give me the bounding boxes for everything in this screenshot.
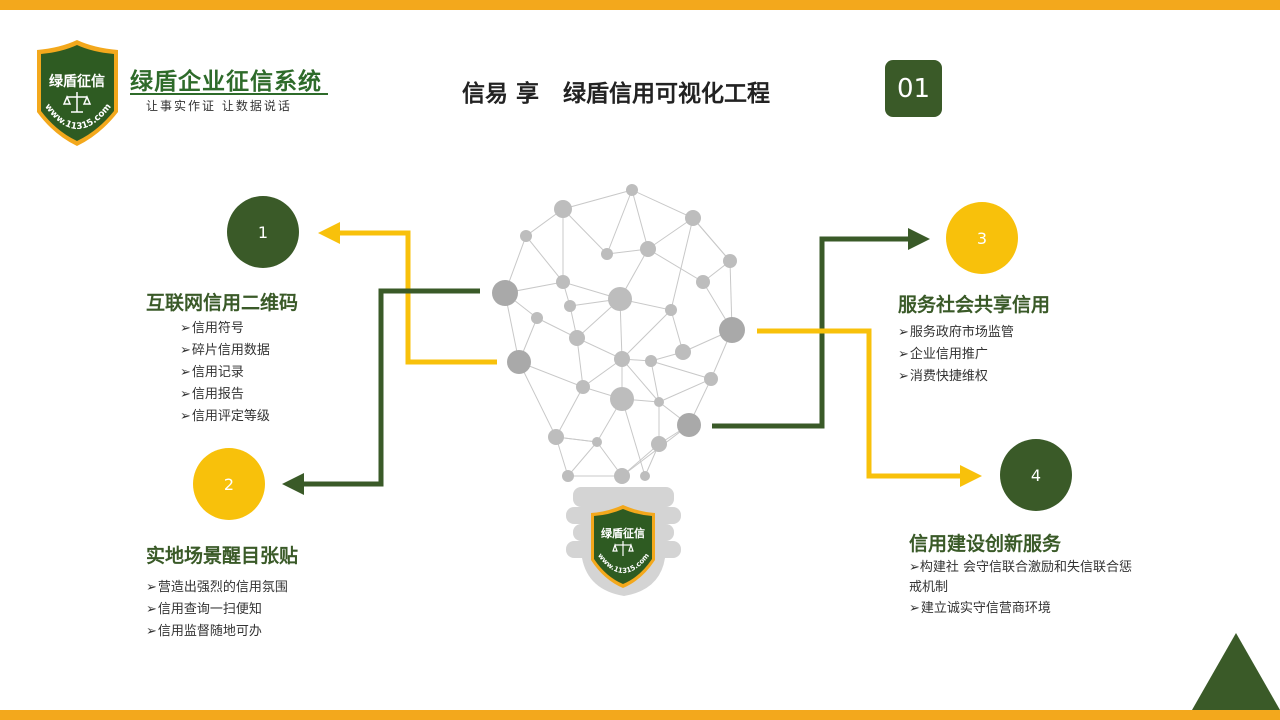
- section-3-list: ➢服务政府市场监管 ➢企业信用推广 ➢消费快捷维权: [898, 322, 1014, 388]
- section-1-list: ➢信用符号 ➢碎片信用数据 ➢信用记录 ➢信用报告 ➢信用评定等级: [180, 318, 270, 428]
- brand-divider: [130, 93, 328, 95]
- shield-title: 绿盾征信: [49, 73, 105, 90]
- list-item: ➢信用查询一扫便知: [146, 602, 262, 617]
- section-4-number: 4: [1000, 439, 1072, 511]
- section-2-list: ➢营造出强烈的信用氛围 ➢信用查询一扫便知 ➢信用监督随地可办: [146, 577, 288, 643]
- list-item: ➢服务政府市场监管: [898, 325, 1014, 340]
- section-3-heading: 服务社会共享信用: [898, 294, 1051, 316]
- section-1-number: 1: [227, 196, 299, 268]
- list-item: ➢构建社 会守信联合激励和失信联合惩戒机制: [909, 560, 1133, 595]
- list-item: ➢信用评定等级: [180, 409, 270, 424]
- arrow-to-2: [282, 288, 480, 495]
- section-1-heading: 互联网信用二维码: [146, 292, 299, 314]
- arrow-to-4: [757, 328, 982, 487]
- list-item: ➢碎片信用数据: [180, 343, 270, 358]
- list-item: ➢企业信用推广: [898, 347, 988, 362]
- list-item: ➢信用监督随地可办: [146, 624, 262, 639]
- list-item: ➢信用报告: [180, 387, 244, 402]
- lightbulb-base: 绿盾征信 www.11315.com: [566, 487, 681, 596]
- list-item: ➢营造出强烈的信用氛围: [146, 580, 288, 595]
- bulb-scale-icon: [612, 541, 634, 556]
- section-4-heading: 信用建设创新服务: [909, 533, 1062, 555]
- scale-icon: [62, 92, 92, 113]
- list-item: ➢信用记录: [180, 365, 244, 380]
- page-number-badge: 01: [885, 60, 942, 117]
- list-item: ➢建立诚实守信营商环境: [909, 601, 1051, 616]
- brand-slogan: 让事实作证 让数据说话: [146, 99, 292, 113]
- arrow-to-1: [318, 222, 497, 365]
- section-3-number: 3: [946, 202, 1018, 274]
- brand-name: 绿盾企业征信系统: [130, 69, 322, 95]
- bottom-accent-bar: [0, 710, 1280, 720]
- section-4-list: ➢构建社 会守信联合激励和失信联合惩戒机制 ➢建立诚实守信营商环境: [909, 558, 1134, 620]
- lightbulb-network-icon: [503, 189, 733, 478]
- lightbulb-nodes: [492, 184, 745, 484]
- brand-shield-logo: 绿盾征信 www.11315.com: [37, 40, 118, 146]
- corner-triangle-decor: [1192, 633, 1280, 710]
- section-2-heading: 实地场景醒目张贴: [146, 545, 299, 567]
- section-2-number: 2: [193, 448, 265, 520]
- page-title: 信易 享 绿盾信用可视化工程: [462, 81, 771, 107]
- list-item: ➢信用符号: [180, 321, 244, 336]
- list-item: ➢消费快捷维权: [898, 369, 988, 384]
- top-accent-bar: [0, 0, 1280, 10]
- bulb-shield-title: 绿盾征信: [601, 526, 645, 540]
